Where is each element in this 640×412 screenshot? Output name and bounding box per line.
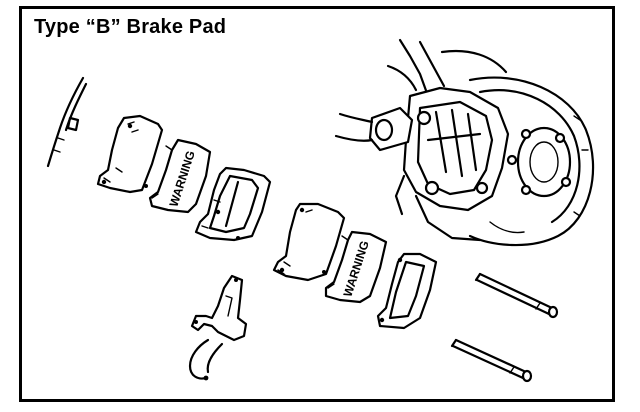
diagram-frame	[19, 6, 615, 402]
outer-backing-plate	[96, 114, 164, 194]
anti-squeal-shim-outer: WARNING	[148, 138, 212, 214]
pad-pin-upper	[474, 272, 559, 319]
inner-backing-plate	[272, 202, 346, 282]
pad-support-spring	[188, 274, 248, 381]
inner-brake-pad	[376, 252, 438, 330]
outer-brake-pad	[194, 166, 272, 242]
anti-rattle-clip	[46, 76, 88, 168]
diagram-title: Type “B” Brake Pad	[34, 16, 227, 38]
caliper-rotor-assembly	[334, 38, 595, 247]
pad-pin-lower	[450, 338, 533, 383]
anti-squeal-shim-inner: WARNING	[324, 230, 388, 304]
